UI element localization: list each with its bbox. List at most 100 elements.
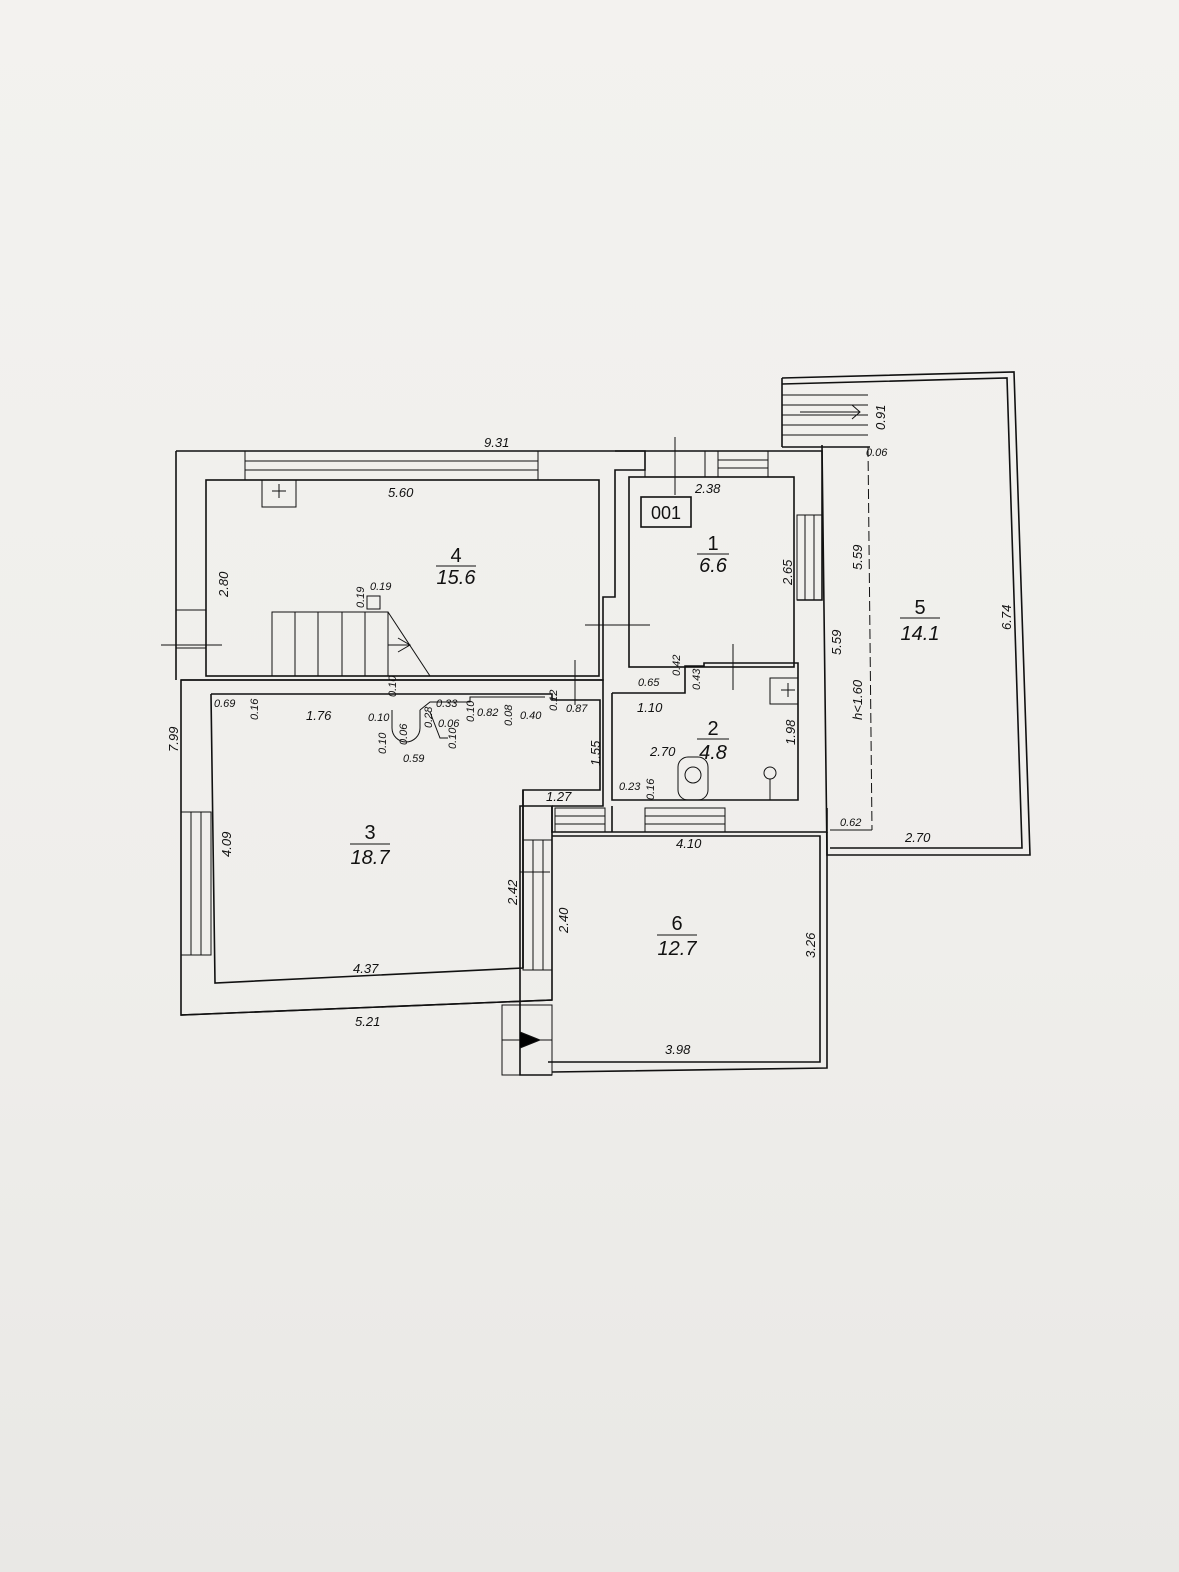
dim-overall-left: 7.99 bbox=[166, 727, 181, 752]
dim-room-3-height: 4.09 bbox=[219, 832, 234, 857]
dim-room-5-headroom: h<1.60 bbox=[850, 679, 865, 720]
dim-room-2-b: 0.42 bbox=[671, 655, 683, 676]
room-area: 6.6 bbox=[699, 555, 728, 577]
dim-room-3-l: 0.33 bbox=[436, 698, 458, 710]
dim-room-3-i: 0.06 bbox=[438, 718, 460, 730]
window-room-4-top bbox=[244, 450, 539, 481]
window-room-3-left bbox=[180, 811, 212, 956]
dim-room-5-inner-height: 5.59 bbox=[850, 545, 865, 570]
room-1-wall bbox=[628, 476, 795, 668]
window-room-6-bottom bbox=[501, 1004, 553, 1076]
staircase-room-5 bbox=[782, 394, 868, 436]
dim-room-2-d: 1.10 bbox=[637, 700, 663, 715]
dim-room-3-o: 0.40 bbox=[520, 710, 542, 722]
room-area: 12.7 bbox=[658, 938, 698, 960]
room-6-outer-wall bbox=[551, 832, 828, 1073]
room-3-outer-wall bbox=[181, 679, 604, 807]
dim-room-6-height-right: 3.26 bbox=[803, 932, 818, 958]
room-area: 15.6 bbox=[437, 567, 477, 589]
room-2-wall bbox=[611, 662, 799, 801]
dim-room-4-width: 5.60 bbox=[388, 485, 414, 500]
dim-room-3-q: 0.87 bbox=[566, 703, 588, 715]
dim-room-5-width: 2.70 bbox=[904, 830, 931, 845]
dim-room-3-k: 0.10 bbox=[465, 700, 477, 722]
dim-room-3-p: 0.12 bbox=[548, 690, 560, 711]
window-corridor-1 bbox=[554, 807, 606, 833]
room-number: 6 bbox=[671, 913, 682, 935]
room-3-label: 3 18.7 bbox=[350, 822, 390, 869]
dim-room-3-width: 4.37 bbox=[353, 961, 379, 976]
headroom-boundary bbox=[867, 446, 873, 831]
dim-overall-top: 9.31 bbox=[484, 435, 509, 450]
room-3-south-wall bbox=[180, 999, 553, 1016]
room-5-outer-wall bbox=[781, 371, 1031, 856]
dim-room-3-g: 0.06 bbox=[398, 723, 410, 745]
boiler-fixture-room-2 bbox=[769, 677, 799, 705]
room-number: 3 bbox=[364, 822, 375, 844]
dim-vent-b: 0.19 bbox=[370, 581, 391, 593]
room-area: 14.1 bbox=[901, 623, 940, 645]
room-5-label: 5 14.1 bbox=[900, 597, 940, 645]
dim-room-3-d: 0.10 bbox=[387, 675, 399, 697]
window-room-1-right bbox=[796, 514, 823, 601]
dim-room-2-a: 0.65 bbox=[638, 677, 660, 689]
dim-room-3-j: 0.10 bbox=[447, 727, 459, 749]
room-number: 2 bbox=[707, 718, 718, 740]
room-number: 5 bbox=[914, 597, 925, 619]
staircase-room-4 bbox=[271, 611, 431, 677]
room-area: 18.7 bbox=[351, 847, 391, 869]
vent-shaft-room-4 bbox=[366, 595, 381, 610]
room-number: 1 bbox=[707, 533, 718, 555]
dim-room-3-s: 1.55 bbox=[588, 740, 603, 766]
dim-room-2-e: 0.23 bbox=[619, 781, 641, 793]
room-4-inner-wall bbox=[205, 479, 600, 677]
dim-room-2-width: 2.70 bbox=[649, 744, 676, 759]
plan-code: 001 bbox=[651, 503, 681, 523]
dim-room-5-stair: 0.91 bbox=[873, 405, 888, 430]
plan-code-box bbox=[640, 496, 692, 528]
window-room-6-left bbox=[522, 839, 553, 971]
dim-room-2-c: 0.43 bbox=[691, 668, 703, 690]
dim-room-1-width: 2.38 bbox=[694, 481, 721, 496]
room-number: 4 bbox=[450, 545, 461, 567]
dim-room-3-b: 0.16 bbox=[249, 698, 261, 720]
window-room-4-left bbox=[175, 609, 207, 649]
door-room-1-top bbox=[644, 437, 706, 495]
dim-room-6-height-left: 2.40 bbox=[556, 907, 571, 934]
room-5-inner-wall bbox=[781, 377, 1023, 849]
dim-bottom-left: 5.21 bbox=[355, 1014, 380, 1029]
dim-room-3-h: 0.28 bbox=[423, 706, 435, 728]
room-6-label: 6 12.7 bbox=[657, 913, 697, 960]
room-1-label: 1 6.6 bbox=[697, 533, 729, 577]
window-corridor-2 bbox=[644, 807, 726, 833]
dim-room-3-t: 1.27 bbox=[546, 789, 572, 804]
dim-room-3-n: 0.08 bbox=[503, 704, 515, 726]
toilet-icon bbox=[677, 756, 709, 801]
corridor-wall bbox=[551, 806, 828, 833]
dim-room-2-f: 0.16 bbox=[645, 778, 657, 800]
dim-vent-a: 0.19 bbox=[355, 587, 367, 608]
boiler-fixture-room-4 bbox=[261, 479, 297, 508]
dim-corridor-width: 4.10 bbox=[676, 836, 702, 851]
dim-room-3-e: 0.10 bbox=[368, 712, 390, 724]
room-2-label: 2 4.8 bbox=[697, 718, 729, 764]
room-area: 4.8 bbox=[699, 742, 727, 764]
dim-room-2-height: 1.98 bbox=[783, 719, 798, 745]
chimney-room-3 bbox=[391, 696, 545, 743]
dim-room-3-c: 1.76 bbox=[306, 708, 332, 723]
dim-room-5-left-height: 5.59 bbox=[829, 630, 844, 655]
room-4-label: 4 15.6 bbox=[436, 545, 476, 589]
dim-room-3-a: 0.69 bbox=[214, 698, 235, 710]
dim-room-5-outer-height: 6.74 bbox=[999, 605, 1014, 630]
dim-room-4-height: 2.80 bbox=[216, 571, 231, 598]
room-3-inner-wall bbox=[210, 693, 601, 984]
dim-room-6-width: 3.98 bbox=[665, 1042, 691, 1057]
dim-room-1-height: 2.65 bbox=[780, 559, 795, 586]
dim-room-3-r: 0.59 bbox=[403, 753, 424, 765]
dim-room-3-f: 0.10 bbox=[377, 732, 389, 754]
window-room-1-top bbox=[717, 450, 769, 478]
dim-room-5-left-width: 0.62 bbox=[840, 817, 861, 829]
dim-room-5-gap: 0.06 bbox=[866, 447, 888, 459]
